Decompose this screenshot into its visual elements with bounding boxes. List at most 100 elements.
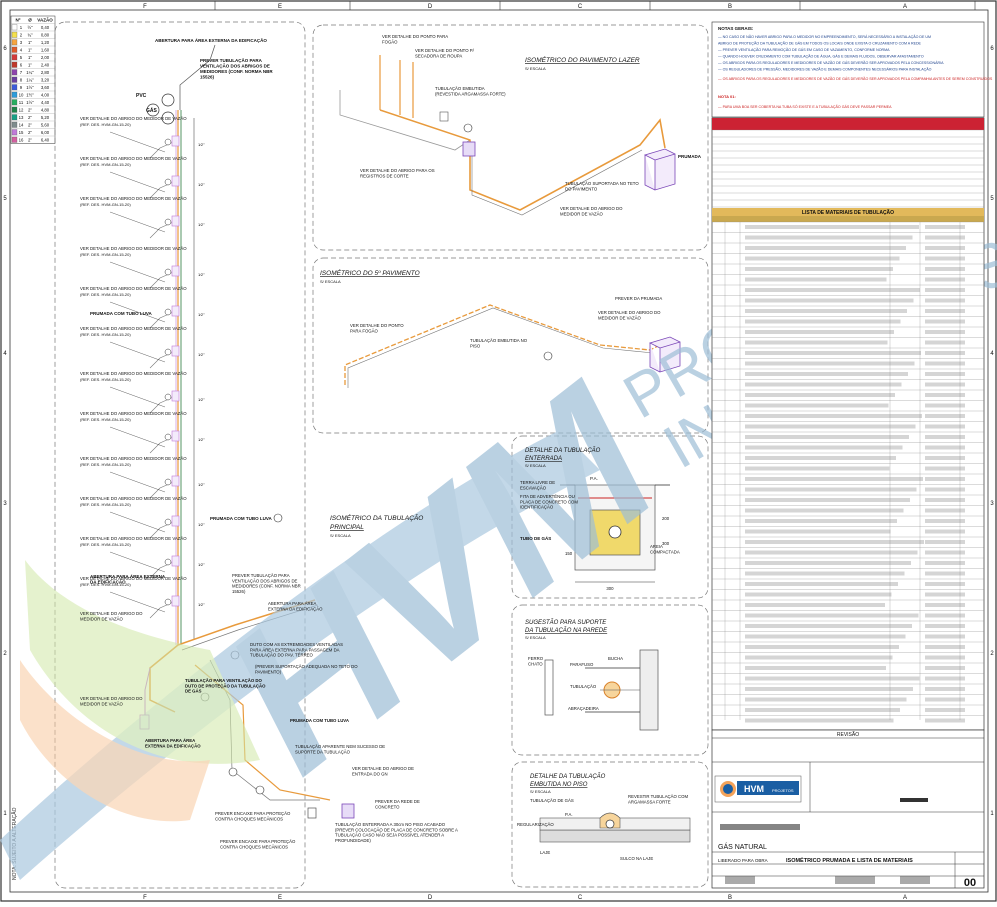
materials-list-table: LISTA DE MATERIAIS DE TUBULAÇÃO — [712, 118, 984, 730]
view-title-embutida-2: EMBUTIDA NO PISO — [530, 782, 588, 788]
view-scale-embutida: S/ ESCALA — [530, 789, 551, 794]
legend-cell: 4,00 — [41, 93, 50, 98]
column-letter: E — [278, 895, 282, 901]
column-letter: C — [578, 895, 583, 901]
view-title-quinto: ISOMÉTRICO DO 5º PAVIMENTO — [320, 268, 420, 277]
revision-label: REVISÃO — [837, 731, 859, 738]
label-tub-enterrada-cont: PROFUNDIDADE) — [335, 838, 371, 843]
legend-cell: 2,80 — [41, 70, 50, 75]
callout-abrigo-medidor: VER DETALHE DO ABRIGO DO MEDIDOR DE VAZÃ… — [80, 411, 187, 416]
view-title-suporte-1: SUGESTÃO PARA SUPORTE — [525, 619, 607, 626]
sheet-number: 00 — [964, 877, 976, 889]
view-scale-enterrada: S/ ESCALA — [525, 463, 546, 468]
pipe-diameter-label: 1⁄2" — [198, 437, 205, 442]
dimension-label: 300 — [606, 586, 614, 591]
pipe-diameter-label: 1⁄2" — [198, 562, 205, 567]
callout-ref: (REF. DES. HVM-GN-15-20) — [80, 417, 131, 422]
status-label: LIBERADO PARA OBRA — [718, 858, 768, 863]
label-prever-ventilacao-2-cont: VENTILAÇÃO DOS ABRIGOS DE — [232, 578, 298, 583]
view-title-principal-2: PRINCIPAL — [330, 524, 364, 531]
column-letter: D — [428, 895, 433, 901]
column-letter: B — [728, 895, 732, 901]
label-abertura-externa-2: ABERTURA PARA ÁREA EXTERNA — [90, 573, 166, 579]
column-letter: F — [143, 895, 147, 901]
view-title-principal-1: ISOMÉTRICO DA TUBULAÇÃO — [330, 513, 423, 522]
pipe-diameter-label: 1⁄2" — [198, 142, 205, 147]
label-ferro-chato-cont: CHATO — [528, 661, 543, 666]
label-suportada-teto: TUBULAÇÃO SUPORTADA NO TETO — [565, 181, 639, 186]
label-ponto-secadora: VER DETALHE DO PONTO P/ — [415, 48, 475, 53]
callout-abrigo-medidor: VER DETALHE DO ABRIGO DO MEDIDOR DE VAZÃ… — [80, 156, 187, 161]
legend-cell: 12 — [19, 108, 24, 113]
callout-abrigo-medidor: VER DETALHE DO ABRIGO DO MEDIDOR DE VAZÃ… — [80, 371, 187, 376]
notes-line: — NO CASO DE NÃO HAVER ABRIGO PARA O MED… — [718, 34, 931, 39]
column-letter: F — [143, 4, 147, 10]
callout-ref: (REF. DES. HVM-GN-15-20) — [80, 292, 131, 297]
label-revestir-argamassa-cont: ARGAMASSA FORTE — [628, 799, 671, 804]
notes-line: — OS REGULADORES DE PRESSÃO, MEDIDORES D… — [718, 67, 932, 72]
callout-ref: (REF. DES. HVM-GN-15-20) — [80, 202, 131, 207]
column-letter: B — [728, 4, 732, 10]
view-title-lazer: ISOMÉTRICO DO PAVIMENTO LAZER — [525, 55, 640, 64]
label-duto-ventilado: DUTO COM AS EXTREMIDADES VENTILADAS — [250, 642, 343, 647]
label-tub-enterrada-cont: (PREVER COLOCAÇÃO DE PLACA DE CONCRETO S… — [335, 827, 458, 832]
label-entrada-gn: VER DETALHE DO ABRIGO DE — [352, 766, 414, 771]
label-tubulacao-ventilacao: TUBULAÇÃO PARA VENTILAÇÃO DO — [185, 678, 263, 683]
label-suportada-teto-cont: DO PAVIMENTO — [565, 186, 598, 191]
callout-abrigo-medidor: VER DETALHE DO ABRIGO DO MEDIDOR DE VAZÃ… — [80, 536, 187, 541]
label-abertura-externa-2-cont: DA EDIFICAÇÃO — [90, 579, 126, 585]
legend-cell: 2" — [28, 138, 32, 143]
pipe-diameter-label: 1⁄2" — [198, 482, 205, 487]
label-fita-advertencia-cont: IDENTIFICAÇÃO — [520, 505, 554, 510]
label-areia-compactada-cont: COMPACTADA — [650, 549, 680, 554]
label-revestir-argamassa: REVESTIR TUBULAÇÃO COM — [628, 794, 689, 799]
materials-title: LISTA DE MATERIAIS DE TUBULAÇÃO — [802, 209, 894, 216]
legend-cell: 6,00 — [41, 130, 50, 135]
legend-cell: 0,40 — [41, 25, 50, 30]
pipe-diameter-label: 1⁄2" — [198, 182, 205, 187]
legend-cell: ¾" — [27, 33, 33, 38]
notes-footer-label: NOTA 01: — [718, 94, 736, 99]
system-label: GÁS NATURAL — [718, 842, 767, 851]
dimension-label: 300 — [662, 541, 670, 546]
label-bucha: BUCHA — [608, 656, 623, 661]
label-gas: GÁS — [146, 107, 158, 114]
notes-line: — OS ABRIGOS PARA OS REGULADORES E MEDID… — [718, 60, 944, 65]
label-abertura-externa-4: ABERTURA PARA ÁREA — [145, 738, 195, 743]
label-aparente-cont: SUPORTE DA TUBULAÇÃO — [295, 749, 351, 754]
label-prever-ventilacao-cont: VENTILAÇÃO DOS ABRIGOS DE — [200, 63, 270, 69]
label-tubulacao-embutida-cont: (REVESTIDA ARGAMASSA FORTE) — [435, 91, 506, 96]
legend-cell: 4,80 — [41, 108, 50, 113]
label-ferro-chato: FERRO — [528, 656, 544, 661]
legend-cell: 1½" — [26, 100, 34, 105]
label-duto-ventilado-cont: PARA ÁREA EXTERNA PARA PASSAGEM DA — [250, 647, 340, 652]
callout-ref: (REF. DES. HVM-GN-15-20) — [80, 162, 131, 167]
label-abertura-externa-3-cont: EXTERNA DA EDIFICAÇÃO — [268, 606, 323, 611]
label-pa-2: P.A. — [565, 812, 573, 817]
legend-cell: 5,20 — [41, 115, 50, 120]
label-prever-prumada: PREVER DA PRUMADA — [615, 296, 662, 301]
legend-cell: 10 — [19, 93, 24, 98]
label-prever-ventilacao-2-cont: MEDIDORES (CONF. NORMA NBR — [232, 584, 301, 589]
label-pa: P.A. — [590, 476, 598, 481]
label-ponto-fogao-5-cont: PARA FOGÃO — [350, 328, 379, 333]
legend-cell: 1" — [28, 48, 32, 53]
pipe-diameter-label: 1⁄2" — [198, 397, 205, 402]
label-abertura-externa: ABERTURA PARA ÁREA EXTERNA DA EDIFICAÇÃO — [155, 37, 267, 43]
company-logo-sub: PROJETOS — [772, 788, 794, 793]
column-letter: A — [903, 895, 907, 901]
label-pvc: PVC — [136, 93, 147, 99]
label-abracadeira: ABRAÇADEIRA — [568, 706, 599, 711]
view-scale-lazer: S/ ESCALA — [525, 66, 546, 71]
notes-line: — QUANDO HOUVER CRUZAMENTO COM TUBULAÇÃO… — [718, 54, 924, 59]
label-aparente: TUBULAÇÃO APARENTE NEM SUCESSO DE — [295, 744, 385, 749]
label-regularizacao: REGULARIZAÇÃO — [517, 822, 554, 827]
legend-cell: 13 — [19, 115, 24, 120]
legend-cell: 11 — [19, 100, 24, 105]
label-duto-ventilado-cont: TUBULAÇÃO DO PAV. TÉRREO — [250, 653, 314, 658]
label-prever-encaixe-cont: CONTRA CHOQUES MECÂNICOS — [215, 816, 283, 821]
legend-cell: 2" — [28, 130, 32, 135]
label-embutida-piso-cont: PISO — [470, 343, 481, 348]
label-terra-livre-cont: ESCAVAÇÃO — [520, 485, 547, 490]
